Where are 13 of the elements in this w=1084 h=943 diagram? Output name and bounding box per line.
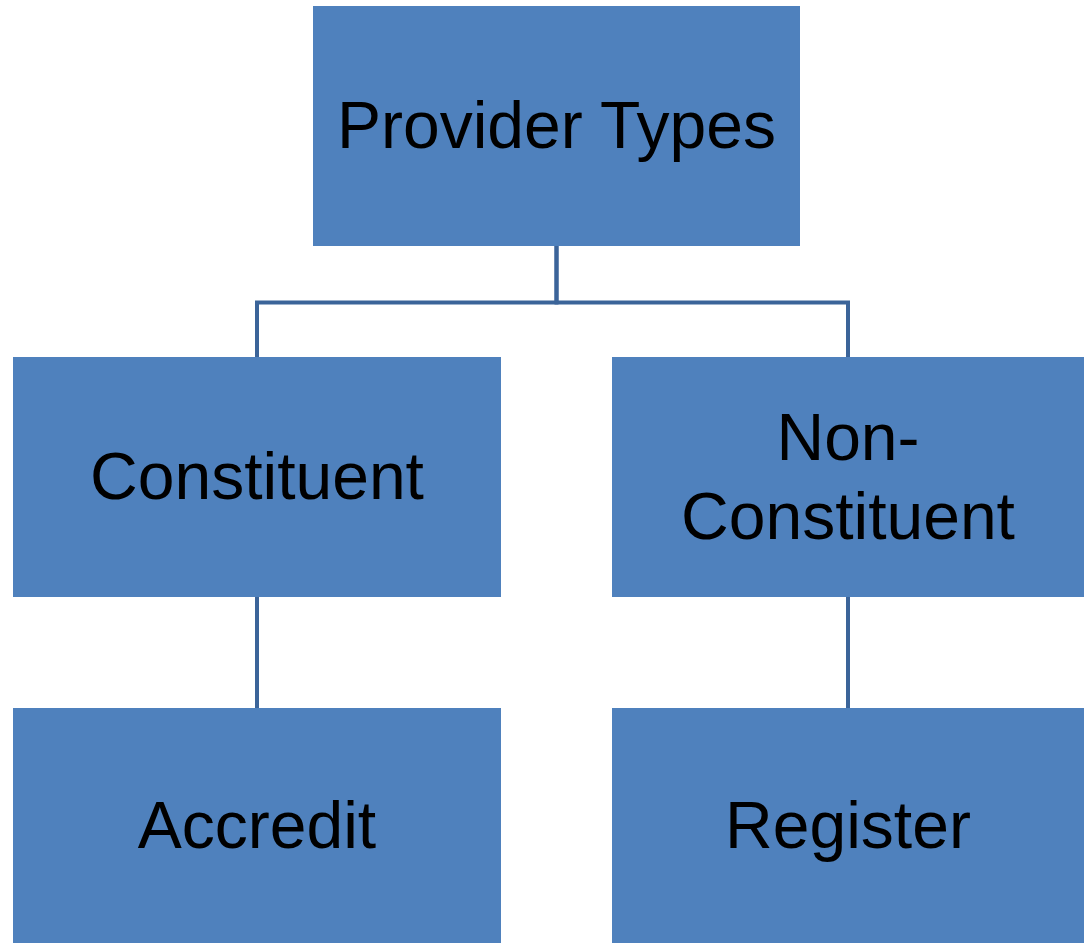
connector-line bbox=[846, 597, 850, 708]
process-box bbox=[13, 357, 501, 597]
box-label: Provider Types bbox=[337, 87, 776, 165]
process-box bbox=[612, 357, 1084, 597]
connector-line bbox=[255, 597, 259, 708]
connector-line bbox=[554, 246, 850, 357]
box-label: Register bbox=[725, 786, 971, 864]
box-label: Constituent bbox=[90, 438, 424, 516]
process-box bbox=[13, 708, 501, 943]
process-box bbox=[313, 6, 800, 246]
process-box bbox=[612, 708, 1084, 943]
box-label: Non-Constituent bbox=[680, 398, 1016, 555]
box-label: Accredit bbox=[137, 786, 377, 864]
